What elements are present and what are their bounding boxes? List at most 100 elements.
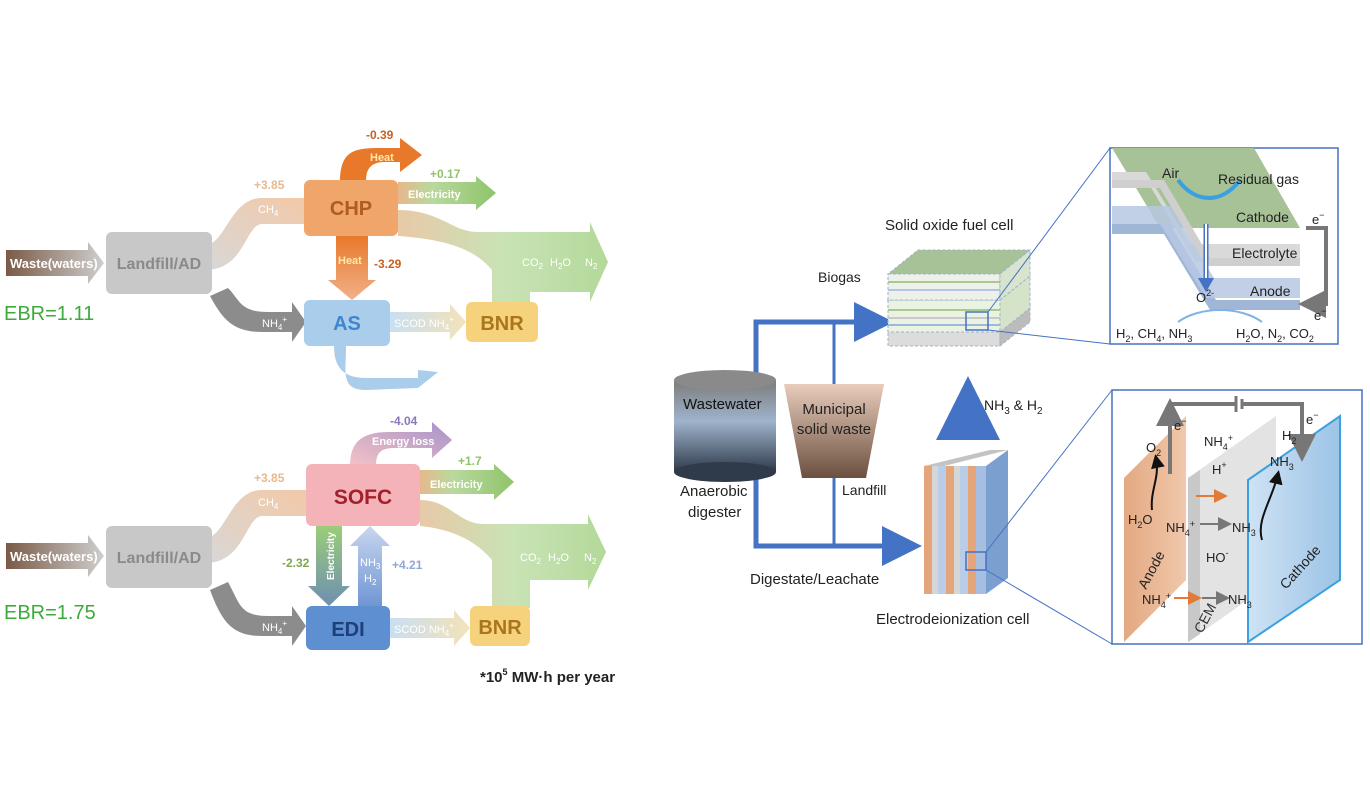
scod-flow	[210, 288, 306, 342]
edi-nh3-mid-label: NH3	[1232, 520, 1256, 538]
sofc-residual-label: Residual gas	[1218, 171, 1299, 187]
nh4-label: NH4+	[262, 315, 287, 332]
electricity-label: Electricity	[408, 189, 461, 201]
edi-zoom-line-1	[985, 389, 1113, 553]
msw-label-2: solid waste	[797, 421, 871, 438]
electricity-arrow-bottom	[420, 464, 514, 500]
up-h2-label: H2	[364, 573, 377, 587]
as-scod-label: SCOD NH4+	[394, 315, 454, 332]
bnr-box	[466, 302, 538, 342]
emissions-flow	[398, 210, 608, 318]
ch4-label: CH4	[258, 204, 279, 218]
sofc-box	[306, 464, 420, 526]
sofc-cathode-label: Cathode	[1236, 209, 1289, 225]
waste-input-label-bottom: Waste(waters)	[10, 549, 98, 564]
unit-note: *105 MW·h per year	[480, 667, 615, 686]
as-box	[304, 300, 390, 346]
sofc-electron-bottom: e−	[1314, 306, 1327, 323]
electricity-arrow	[398, 176, 496, 210]
wastewater-label: Wastewater	[683, 396, 762, 413]
nh3-arrow	[334, 346, 438, 390]
schematic: Biogas Solid oxide fuel cell	[674, 147, 1113, 645]
sofc-stack	[886, 248, 1032, 348]
anaerobic-label-2: digester	[688, 504, 741, 521]
electricity-down-arrow	[308, 526, 350, 606]
edi-zoom-line-2	[985, 569, 1113, 645]
sofc-inset: Air Residual gas Cathode Electrolyte Ano…	[1109, 147, 1339, 345]
ebr-value-bottom: EBR=1.75	[4, 602, 96, 624]
electricity-value: +0.17	[430, 167, 461, 181]
edi-h2o-label: H2O	[1128, 512, 1153, 530]
electricity-down-value: -2.32	[282, 556, 310, 570]
edi-label: EDI	[331, 619, 364, 641]
landfill-schematic-label: Landfill	[842, 482, 886, 498]
landfill-label: Landfill/AD	[117, 256, 201, 273]
anaerobic-label-1: Anaerobic	[680, 483, 748, 500]
top-flow-diagram: Waste(waters) +3.85 CH4 SCOD NH4+ Landfi…	[4, 128, 608, 390]
sofc-zoom-line-2	[987, 329, 1111, 345]
nh3-h2-up-arrow	[350, 526, 390, 606]
sofc-electrolyte-label: Electrolyte	[1232, 245, 1298, 261]
wastewater-tank	[674, 370, 776, 482]
heat-down-value: -3.29	[374, 257, 402, 271]
sofc-o2-label: O2-	[1196, 288, 1214, 305]
sofc-zoom-line-1	[987, 147, 1111, 313]
edi-o2-label: O2	[1146, 440, 1161, 458]
edi-nh4-top-label: NH4+	[1204, 433, 1233, 452]
edi-nh3-right-label: NH3	[1270, 454, 1294, 472]
energy-loss-value: -4.04	[390, 414, 418, 428]
ch4-label-bottom: CH4	[258, 497, 279, 511]
h2o-label: H2O	[550, 257, 571, 271]
edi-title: Electrodeionization cell	[876, 611, 1029, 628]
landfill-box-bottom	[106, 526, 212, 588]
edi-box	[306, 606, 390, 650]
landfill-box	[106, 232, 212, 294]
msw-container	[784, 384, 884, 478]
heat-top-value: -0.39	[366, 128, 394, 142]
n2-label-bottom: N2	[584, 552, 597, 566]
nh3-h2-label: NH3 & H2	[984, 397, 1043, 417]
energy-loss-label: Energy loss	[372, 436, 434, 448]
sofc-anode-label: Anode	[1250, 283, 1291, 299]
edi-inset: e− e− O2 NH4+ H2 H+ NH3 H2O NH4+ NH3 HO-…	[1111, 389, 1363, 645]
edi-nh3-bottom-label: NH3	[1228, 592, 1252, 610]
heat-down-label: Heat	[338, 255, 362, 267]
edi-ho-label: HO-	[1206, 548, 1229, 565]
n2-label: N2	[585, 257, 598, 271]
digestate-label: Digestate/Leachate	[750, 571, 879, 588]
edi-electron-right: e−	[1306, 410, 1319, 427]
up-nh3-label: NH3	[360, 557, 381, 571]
heat-down-arrow	[328, 236, 376, 300]
scod-flow-bottom	[210, 582, 306, 646]
ch4-value-bottom: +3.85	[254, 471, 285, 485]
sofc-title: Solid oxide fuel cell	[885, 217, 1013, 234]
sofc-label: SOFC	[334, 486, 392, 509]
edi-electron-left: e−	[1174, 416, 1187, 433]
heat-top-arrow	[340, 138, 422, 182]
sofc-products-label: H2O, N2, CO2	[1236, 326, 1314, 344]
digestate-pipe	[753, 476, 922, 566]
as-to-bnr-flow	[390, 304, 466, 340]
edi-stack	[924, 450, 1008, 594]
waste-input-arrow-bottom	[6, 535, 104, 577]
emissions-flow-bottom	[420, 500, 606, 608]
bottom-flow-diagram: Waste(waters) +3.85 CH4 SCOD NH4+ Landfi…	[4, 414, 615, 686]
as-label: AS	[333, 313, 361, 335]
electricity-value-bottom: +1.7	[458, 454, 482, 468]
bnr-label: BNR	[480, 313, 524, 335]
landfill-label-bottom: Landfill/AD	[117, 550, 201, 567]
electricity-label-bottom: Electricity	[430, 479, 483, 491]
sofc-electron-top: e−	[1312, 210, 1325, 227]
co2-label-bottom: CO2	[520, 552, 542, 566]
nh3-label: NH3	[376, 364, 397, 378]
electricity-down-label: Electricity	[326, 532, 337, 580]
waste-input-arrow	[6, 242, 104, 284]
heat-top-label: Heat	[370, 152, 394, 164]
bnr-box-bottom	[470, 606, 530, 646]
ebr-value: EBR=1.11	[4, 303, 94, 325]
chp-box	[304, 180, 398, 236]
msw-label-1: Municipal	[802, 401, 865, 418]
bnr-label-bottom: BNR	[478, 617, 522, 639]
